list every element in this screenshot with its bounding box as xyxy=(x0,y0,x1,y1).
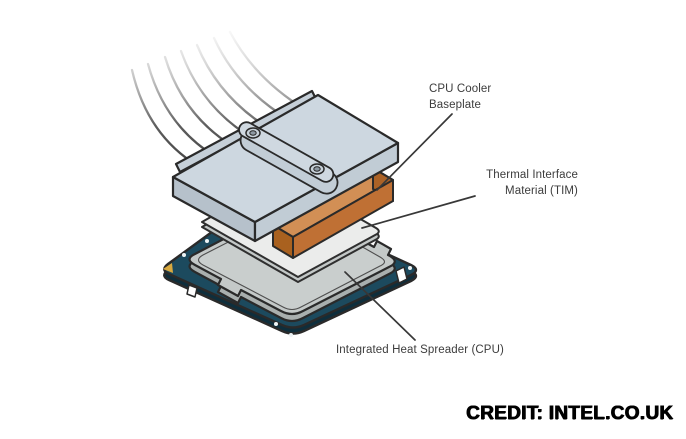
label-line: Thermal Interface xyxy=(486,169,578,181)
leader-baseplate xyxy=(376,113,453,191)
leader-lines xyxy=(344,113,476,341)
pcb-notch-left xyxy=(186,284,198,298)
label-line: Baseplate xyxy=(429,99,482,111)
label-line: Integrated Heat Spreader (CPU) xyxy=(336,344,504,356)
copper-left-end-face xyxy=(272,224,294,259)
mounting-bracket xyxy=(238,121,339,195)
label-integrated-heat-spreader: Integrated Heat Spreader (CPU) xyxy=(336,342,504,358)
pcb-notch-right xyxy=(395,266,408,284)
pcb-capacitor-dots xyxy=(182,239,412,337)
label-thermal-interface-material: Thermal Interface Material (TIM) xyxy=(438,167,578,199)
heat-pipe xyxy=(195,43,272,131)
heat-pipe xyxy=(228,30,308,112)
heat-pipe xyxy=(146,62,218,159)
bracket-screw-hole-core xyxy=(249,130,257,136)
pin1-marker-triangle xyxy=(163,263,173,273)
leader-ihs xyxy=(344,271,416,341)
label-line: Material (TIM) xyxy=(505,185,578,197)
credit-text: CREDIT: INTEL.CO.UK xyxy=(466,403,674,424)
label-line: CPU Cooler xyxy=(429,83,492,95)
bracket-screw-hole-core xyxy=(313,166,321,172)
heat-pipe xyxy=(130,68,200,168)
leader-tim xyxy=(361,195,476,229)
heat-pipe xyxy=(163,55,236,149)
label-cpu-cooler-baseplate: CPU Cooler Baseplate xyxy=(429,81,491,113)
heat-pipe xyxy=(212,36,290,121)
